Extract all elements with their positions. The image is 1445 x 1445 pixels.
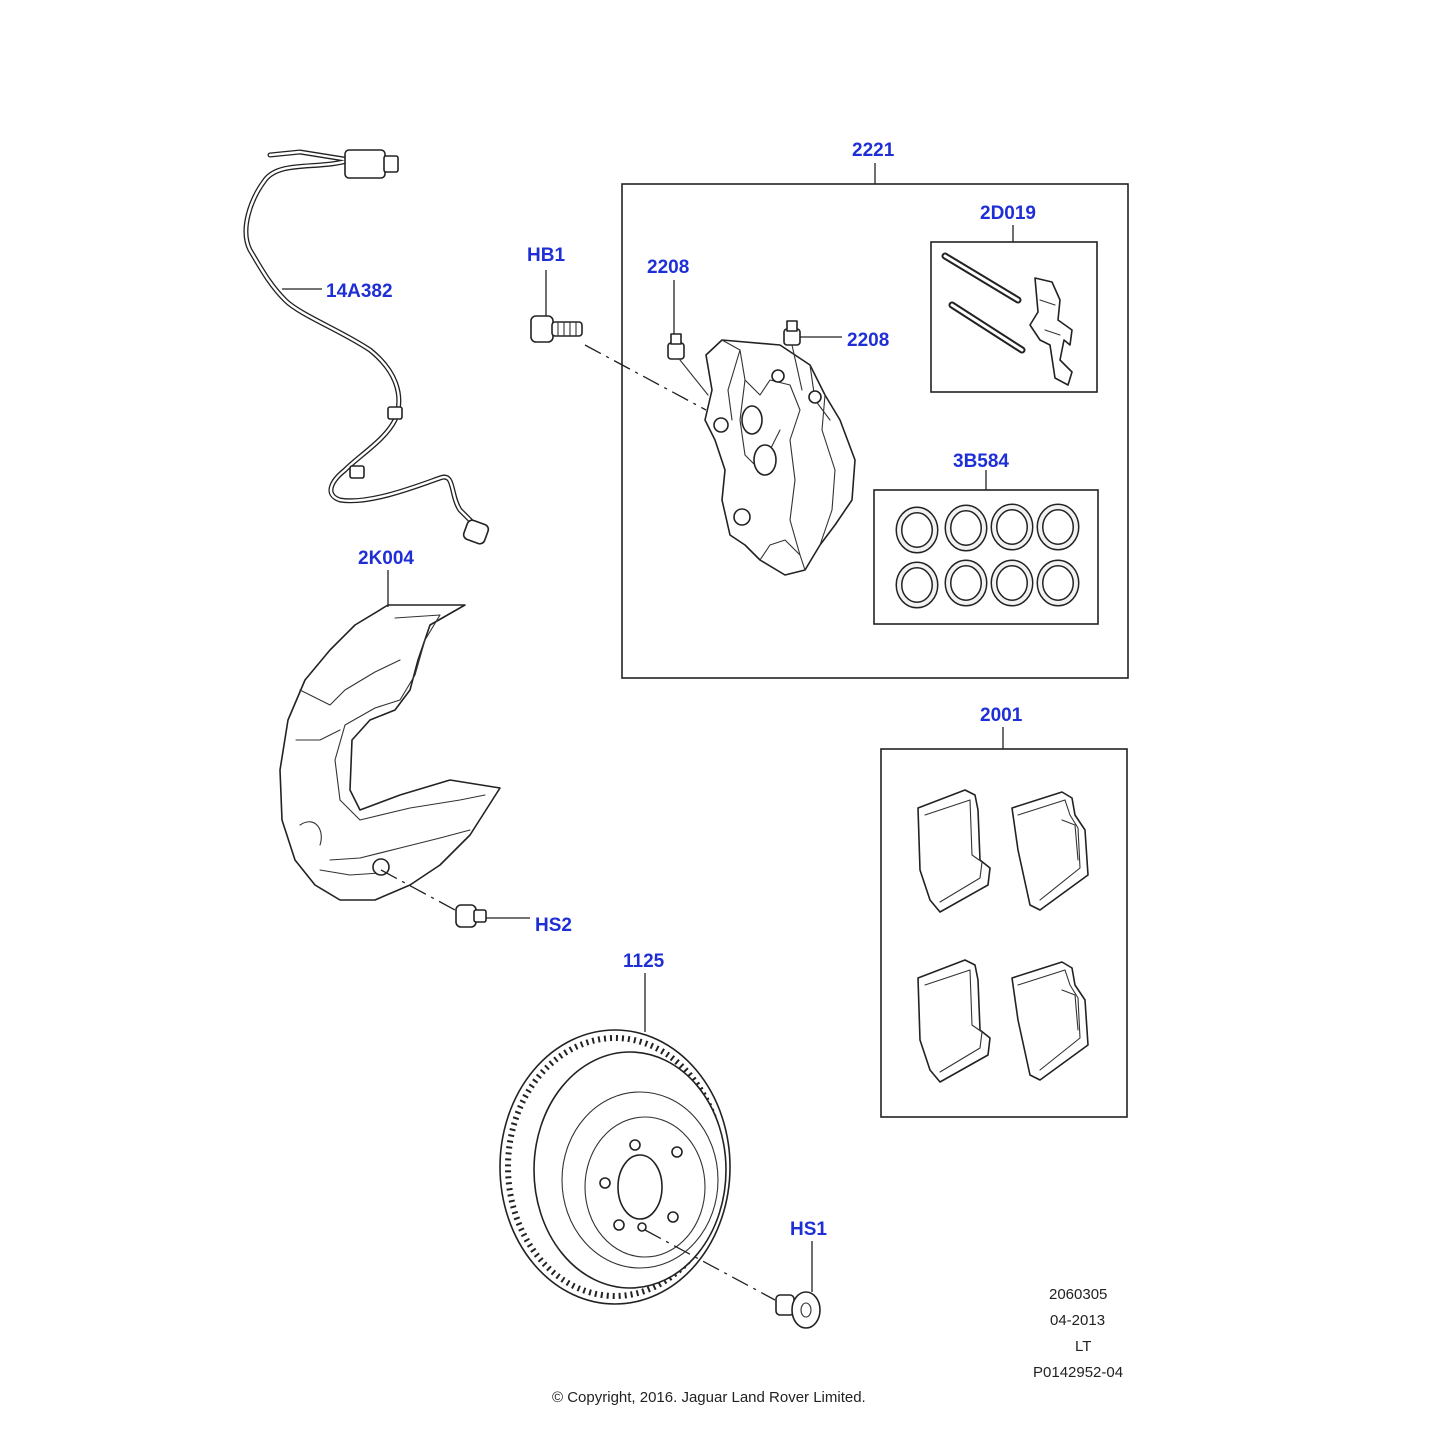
brake-disc	[499, 1029, 731, 1305]
label-pin-kit: 2D019	[980, 203, 1036, 224]
brake-pads	[917, 789, 1089, 1083]
label-bleed-screw-left: 2208	[647, 257, 689, 278]
label-bolt-hs2: HS2	[535, 915, 572, 936]
label-pads: 2001	[980, 705, 1023, 726]
label-bleed-screw-right: 2208	[847, 330, 889, 351]
copyright: © Copyright, 2016. Jaguar Land Rover Lim…	[552, 1389, 866, 1406]
splash-shield	[279, 604, 501, 901]
bleed-screw-left	[667, 333, 685, 360]
disc-screw-hs1	[775, 1291, 821, 1329]
label-disc: 1125	[623, 951, 665, 972]
pin-kit-box	[930, 241, 1098, 393]
caliper-bolt-hb1	[530, 315, 583, 343]
label-shield: 2K004	[358, 548, 414, 569]
meta-code: LT	[1075, 1338, 1091, 1355]
brake-pads-box	[880, 748, 1128, 1118]
brake-wear-sensor	[243, 149, 490, 545]
meta-date: 04-2013	[1050, 1312, 1105, 1329]
label-caliper-assembly: 2221	[852, 140, 895, 161]
label-brake-sensor: 14A382	[326, 281, 393, 302]
label-bolt-hb1: HB1	[527, 245, 565, 266]
label-bolt-hs1: HS1	[790, 1219, 827, 1240]
meta-ref: 2060305	[1049, 1286, 1107, 1303]
brake-caliper	[704, 339, 856, 576]
bleed-screw-right	[783, 320, 801, 346]
label-seal-kit: 3B584	[953, 451, 1009, 472]
meta-part-number: P0142952-04	[1033, 1364, 1123, 1381]
retaining-pins	[941, 252, 1073, 386]
shield-bolt-hs2	[455, 904, 487, 928]
piston-seals	[895, 503, 1080, 609]
